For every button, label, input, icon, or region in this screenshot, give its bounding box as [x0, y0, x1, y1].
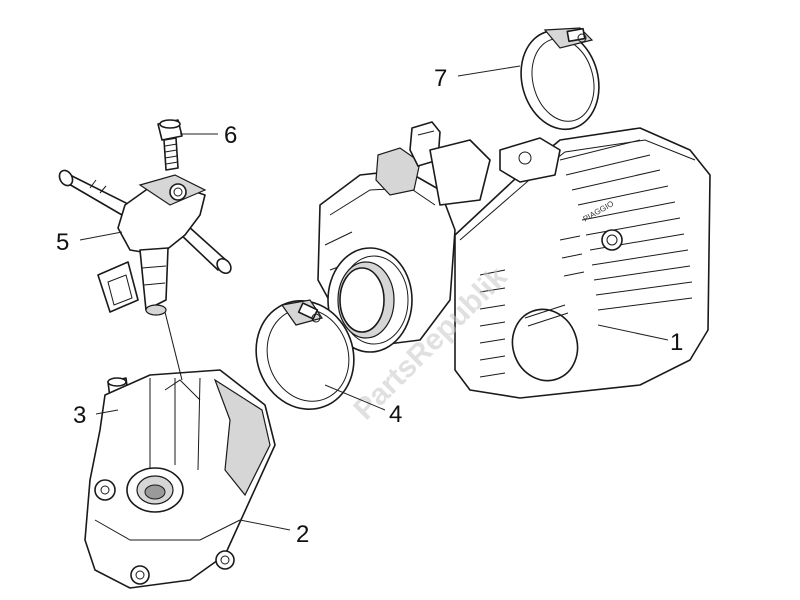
leader-line-7	[457, 65, 521, 77]
callout-6: 6	[224, 122, 237, 149]
leader-line-5	[79, 231, 123, 241]
bolt-upper	[157, 119, 183, 171]
callout-7: 7	[434, 65, 447, 92]
leader-line-1	[597, 324, 669, 341]
leader-line-2	[239, 519, 291, 531]
throttle-body-housing: PIAGGIO	[317, 121, 711, 399]
assembly-guide-line	[164, 311, 183, 381]
callout-1: 1	[670, 329, 683, 356]
callout-3: 3	[73, 402, 86, 429]
callout-2: 2	[296, 521, 309, 548]
leader-line-4	[324, 384, 386, 411]
fuel-injector-assembly	[58, 169, 232, 316]
callout-4: 4	[389, 401, 402, 428]
inlet-manifold	[84, 369, 276, 589]
leader-line-3	[95, 409, 119, 415]
hose-clamp-upper	[520, 27, 600, 131]
hose-clamp-lower	[255, 299, 355, 411]
callout-5: 5	[56, 229, 69, 256]
